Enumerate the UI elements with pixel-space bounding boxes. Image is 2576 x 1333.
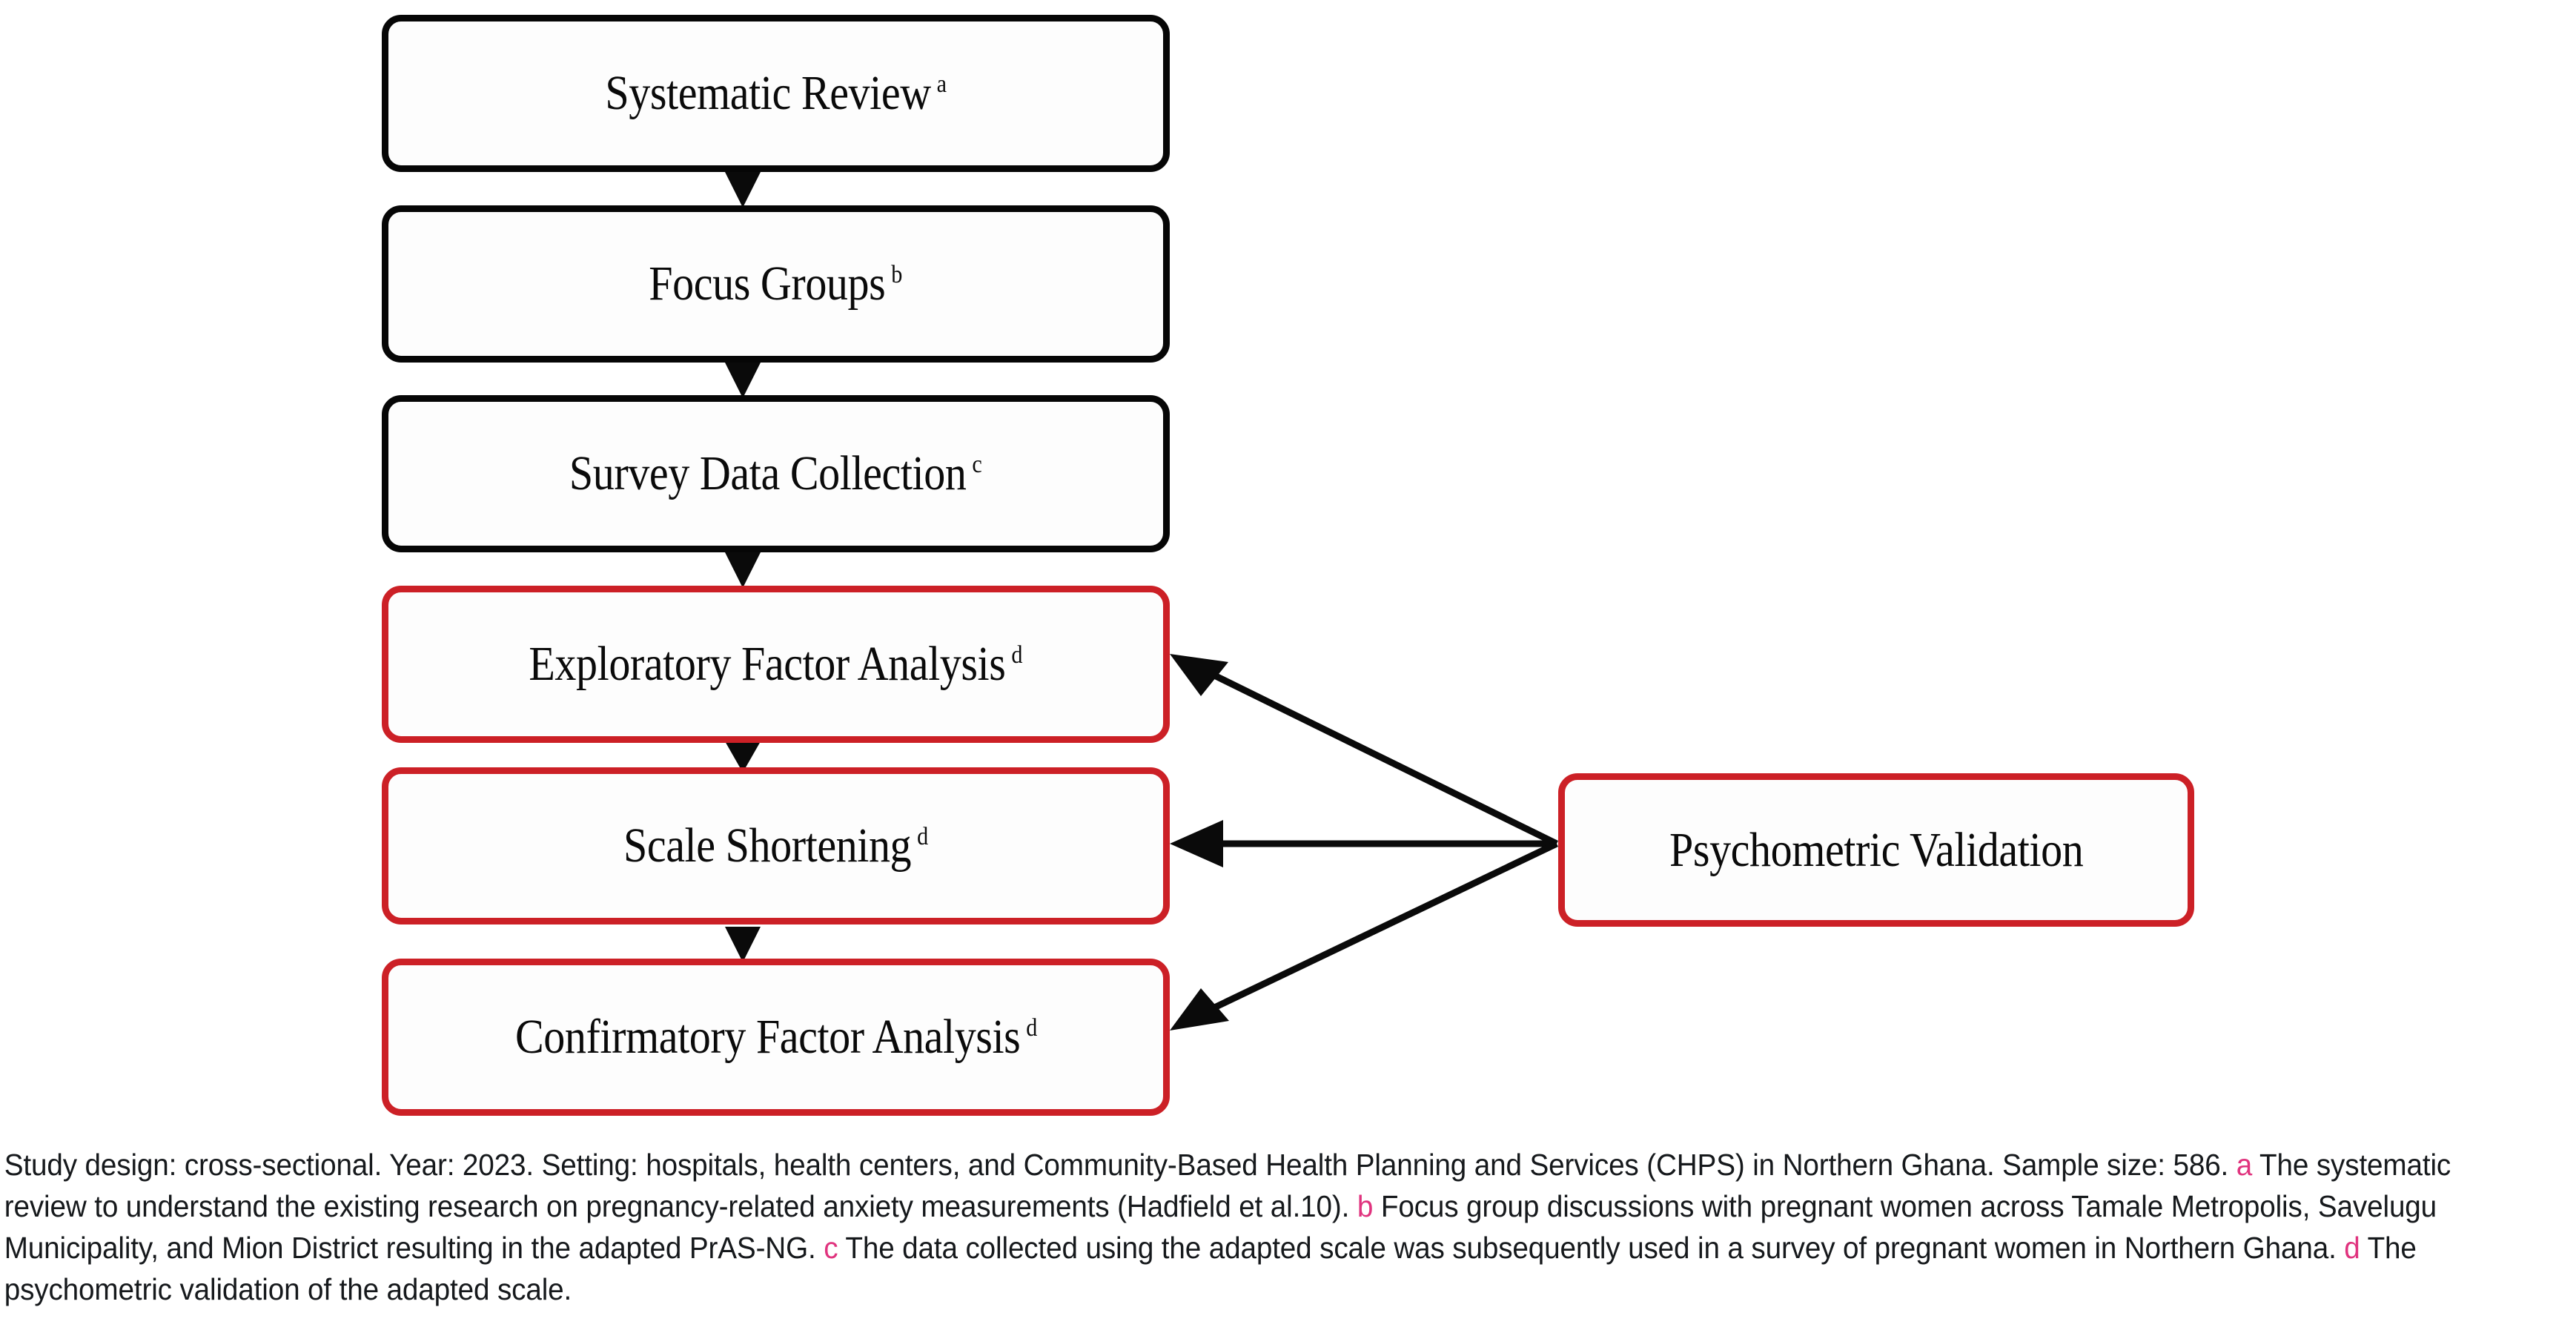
caption-text-segment-8: The psychometric validation of the adapt…: [4, 1231, 2417, 1306]
edge-focus-to-survey: [725, 363, 761, 398]
flowchart-connectors: [725, 172, 1558, 1031]
edge-systematic-to-focus: [725, 172, 761, 208]
caption-footnote-marker-b: b: [1357, 1189, 1374, 1223]
caption-text-segment-4: Focus group discussions with pregnant wo…: [4, 1189, 2437, 1265]
edge-validation-to-shortening: [1170, 820, 1557, 867]
figure-caption: Study design: cross-sectional. Year: 202…: [0, 1144, 2460, 1310]
edge-validation-to-efa: [1170, 654, 1558, 847]
edge-efa-to-shortening: [725, 741, 761, 773]
caption-text-segment-0: Study design: cross-sectional. Year: 202…: [4, 1148, 2236, 1182]
caption-footnote-marker-c: c: [824, 1231, 838, 1265]
caption-footnote-marker-a: a: [2236, 1148, 2253, 1182]
caption-footnote-marker-d: d: [2344, 1231, 2360, 1265]
node-psychometric-validation[interactable]: Psychometric Validation: [1558, 773, 2194, 927]
edge-validation-to-cfa: [1170, 840, 1558, 1031]
caption-text-segment-6: The data collected using the adapted sca…: [838, 1231, 2345, 1265]
caption-text-segment-2: The systematic review to understand the …: [4, 1148, 2451, 1223]
edge-shortening-to-cfa: [725, 927, 761, 962]
edge-survey-to-efa: [725, 552, 761, 588]
node-psychometric-validation-label: Psychometric Validation: [1669, 822, 2084, 877]
